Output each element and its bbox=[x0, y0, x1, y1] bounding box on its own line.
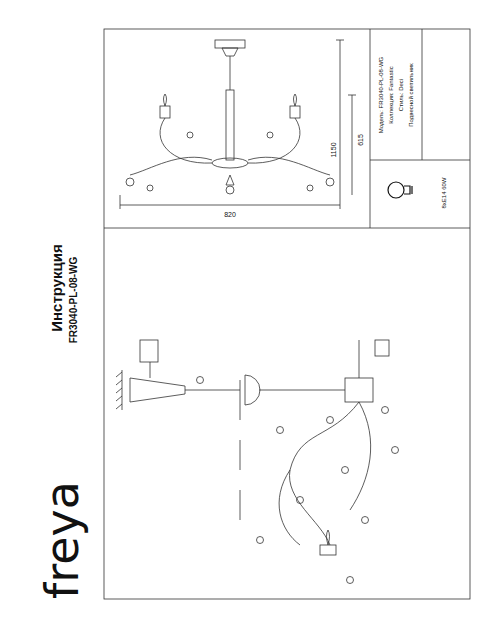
crystal-bead bbox=[342, 467, 349, 474]
crystal-bead bbox=[347, 577, 354, 584]
dimension-label: 615 bbox=[357, 134, 364, 146]
crystal-bead bbox=[197, 377, 204, 384]
table-divider bbox=[370, 29, 371, 228]
spec-text: Коллекция: Fantastic bbox=[388, 66, 394, 123]
bulb-icon bbox=[388, 182, 412, 198]
spec-text: Модель: FR3040-PL-08-WG bbox=[378, 57, 384, 134]
panel-divider bbox=[104, 228, 470, 229]
lamp-spec: 8xE14 60W bbox=[441, 177, 447, 208]
spec-text: Подвесной светильник bbox=[408, 63, 414, 126]
dimension-drawing bbox=[120, 40, 356, 209]
assembly-drawing bbox=[116, 340, 389, 555]
crystal-bead bbox=[297, 497, 304, 504]
dimension-label: 1150 bbox=[330, 142, 337, 157]
crystal-bead bbox=[392, 447, 399, 454]
crystal-bead bbox=[362, 517, 369, 524]
brand-logo: freya bbox=[39, 481, 85, 599]
document-title: Инструкция bbox=[49, 244, 64, 332]
crystal-bead bbox=[327, 417, 334, 424]
chain-beads bbox=[197, 377, 399, 584]
crystal-bead bbox=[382, 407, 389, 414]
sheet-frame bbox=[104, 29, 470, 599]
table-divider bbox=[370, 160, 470, 161]
crystal-bead bbox=[257, 537, 264, 544]
spec-text: Стиль: Deci bbox=[398, 79, 404, 111]
table-divider bbox=[422, 29, 423, 160]
crystal-bead bbox=[277, 427, 284, 434]
model-code: FR3040-PL-08-WG bbox=[69, 257, 79, 344]
dimension-label: 820 bbox=[224, 211, 236, 218]
